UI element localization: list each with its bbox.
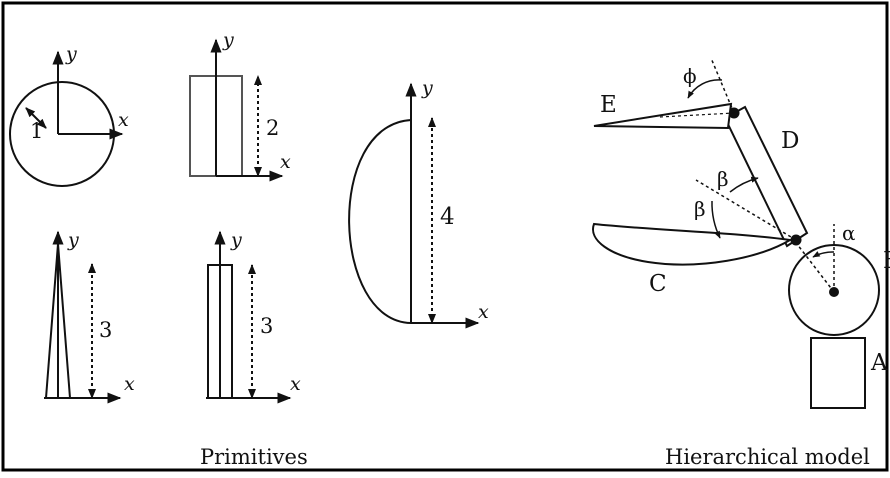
hierarchical-model-caption: Hierarchical model — [665, 445, 870, 469]
rect-y-axis-label: y — [222, 29, 234, 51]
triangle-primitive — [44, 230, 122, 404]
part-b-joint — [788, 224, 880, 336]
circle-radius-label: 1 — [30, 119, 43, 143]
thin-rect-y-axis-label: y — [230, 229, 242, 251]
thin-rect-height-label: 3 — [260, 314, 273, 338]
part-c-jaw — [592, 176, 793, 266]
lens-y-axis-label: y — [421, 77, 433, 99]
circle-primitive — [9, 50, 124, 187]
circle-x-axis-label: x — [118, 109, 129, 131]
rect-x-axis-label: x — [280, 151, 291, 173]
lens-x-axis-label: x — [478, 301, 489, 323]
circle-y-axis-label: y — [65, 43, 77, 65]
part-d-arm — [695, 57, 809, 248]
angle-beta-2-label: β — [694, 197, 706, 221]
lens-height-label: 4 — [440, 204, 455, 230]
part-a-label: A — [870, 350, 888, 376]
thin-rect-x-axis-label: x — [290, 373, 301, 395]
triangle-height-label: 3 — [99, 318, 112, 342]
rectangle-primitive — [189, 38, 284, 182]
thin-rect-primitive — [206, 230, 292, 404]
angle-phi-label: ϕ — [683, 64, 697, 88]
triangle-y-axis-label: y — [67, 229, 79, 251]
part-e-label: E — [600, 92, 617, 118]
rect-height-label: 2 — [266, 116, 279, 140]
part-a-base — [810, 337, 866, 409]
angle-beta-1-label: β — [717, 167, 729, 191]
part-b-label: B — [883, 248, 890, 274]
primitives-caption: Primitives — [200, 445, 308, 469]
triangle-x-axis-label: x — [124, 373, 135, 395]
part-e-jaw — [593, 79, 735, 130]
lens-primitive — [348, 82, 480, 329]
part-c-label: C — [649, 271, 667, 297]
angle-alpha-label: α — [842, 221, 856, 245]
part-d-label: D — [781, 128, 799, 154]
